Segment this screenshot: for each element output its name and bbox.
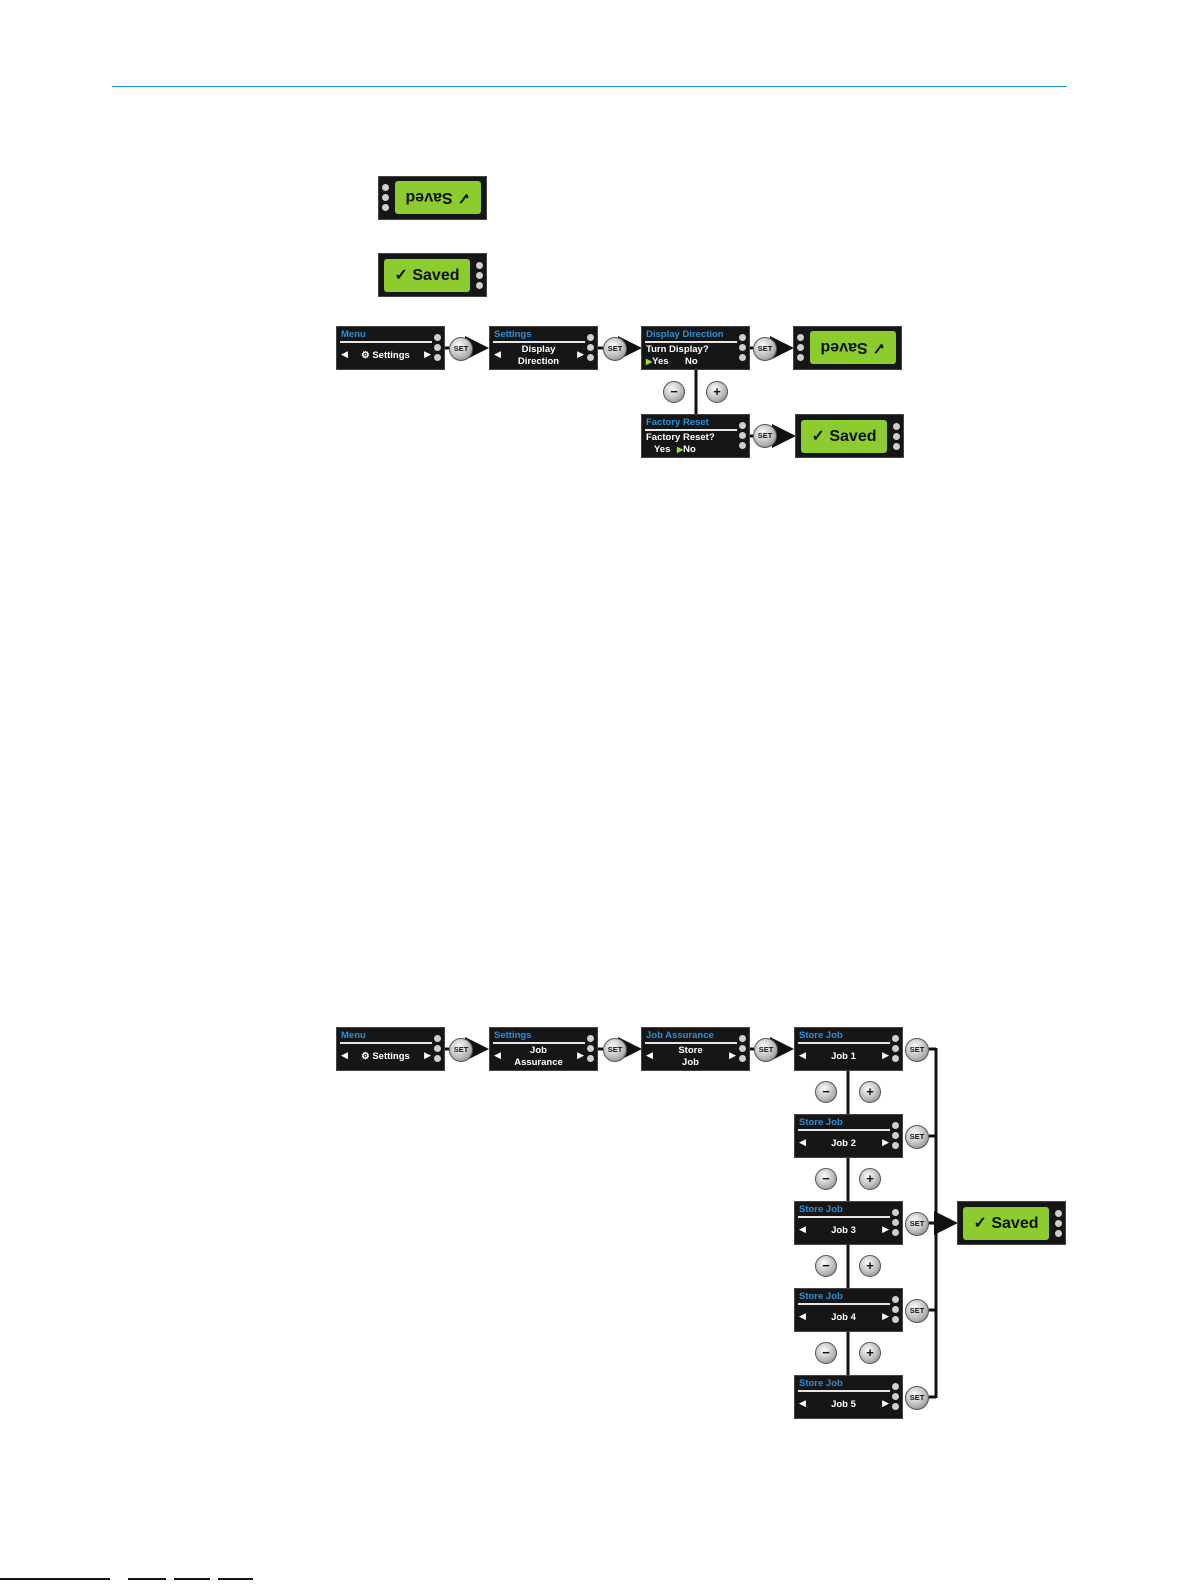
minus-button[interactable]: − (815, 1255, 837, 1277)
lcd-store-job-3: Store Job ◀ Job 3 ▶ (794, 1201, 903, 1245)
set-button[interactable]: SET (754, 1038, 778, 1062)
plus-button[interactable]: + (859, 1342, 881, 1364)
selector-icon: ▶ (677, 445, 684, 454)
arrow-right-icon: ▶ (577, 349, 584, 359)
page-edge-mark (128, 1578, 166, 1580)
arrow-left-icon: ◀ (494, 349, 501, 359)
status-led-icon (587, 1035, 594, 1065)
status-led-icon (739, 422, 746, 452)
arrow-right-icon: ▶ (424, 349, 431, 359)
status-led-icon (892, 1296, 899, 1326)
plus-button[interactable]: + (859, 1168, 881, 1190)
lcd-factory-reset: Factory Reset Factory Reset? Yes ▶No (641, 414, 750, 458)
saved-screen: ✓ Saved (957, 1201, 1066, 1245)
minus-button[interactable]: − (815, 1081, 837, 1103)
set-button[interactable]: SET (905, 1038, 929, 1062)
set-button[interactable]: SET (905, 1386, 929, 1410)
lcd-store-job-1: Store Job ◀ Job 1 ▶ (794, 1027, 903, 1071)
arrow-left-icon: ◀ (799, 1050, 806, 1060)
minus-button[interactable]: − (663, 381, 685, 403)
status-led-icon (892, 1035, 899, 1065)
saved-screen-inverted: ✓ Saved (793, 326, 902, 370)
lcd-store-job-4: Store Job ◀ Job 4 ▶ (794, 1288, 903, 1332)
arrow-left-icon: ◀ (341, 349, 348, 359)
arrow-left-icon: ◀ (646, 1050, 653, 1060)
status-led-icon (892, 1209, 899, 1239)
arrow-right-icon: ▶ (577, 1050, 584, 1060)
set-button[interactable]: SET (905, 1212, 929, 1236)
header-rule (112, 86, 1067, 87)
status-led-icon (434, 1035, 441, 1065)
arrow-right-icon: ▶ (882, 1398, 889, 1408)
check-icon: ✓ (457, 189, 471, 206)
check-icon: ✓ (394, 267, 408, 284)
set-button[interactable]: SET (753, 337, 777, 361)
arrow-left-icon: ◀ (799, 1398, 806, 1408)
saved-label: Saved (405, 189, 453, 206)
page-edge-mark (0, 1578, 110, 1580)
arrow-left-icon: ◀ (494, 1050, 501, 1060)
arrow-right-icon: ▶ (882, 1050, 889, 1060)
set-button[interactable]: SET (753, 424, 777, 448)
saved-screen: ✓ Saved (378, 253, 487, 297)
arrow-left-icon: ◀ (799, 1311, 806, 1321)
lcd-settings-display-direction: Settings ◀ Display Direction ▶ (489, 326, 598, 370)
page-edge-mark (174, 1578, 210, 1580)
set-button[interactable]: SET (603, 337, 627, 361)
status-led-icon (893, 423, 900, 453)
plus-button[interactable]: + (706, 381, 728, 403)
minus-button[interactable]: − (815, 1168, 837, 1190)
status-led-icon (797, 331, 804, 361)
lcd-job-assurance-store-job: Job Assurance ◀ Store Job ▶ (641, 1027, 750, 1071)
arrow-left-icon: ◀ (799, 1137, 806, 1147)
plus-button[interactable]: + (859, 1081, 881, 1103)
status-led-icon (434, 334, 441, 364)
lcd-settings-job-assurance: Settings ◀ Job Assurance ▶ (489, 1027, 598, 1071)
plus-button[interactable]: + (859, 1255, 881, 1277)
set-button[interactable]: SET (603, 1038, 627, 1062)
arrow-right-icon: ▶ (729, 1050, 736, 1060)
arrow-right-icon: ▶ (882, 1224, 889, 1234)
set-button[interactable]: SET (905, 1125, 929, 1149)
saved-label: Saved (412, 267, 460, 284)
saved-screen-inverted: ✓ Saved (378, 176, 487, 220)
check-icon: ✓ (872, 339, 886, 356)
arrow-left-icon: ◀ (799, 1224, 806, 1234)
status-led-icon (476, 262, 483, 292)
status-led-icon (892, 1122, 899, 1152)
arrow-right-icon: ▶ (424, 1050, 431, 1060)
lcd-display-direction: Display Direction Turn Display? ▶Yes No (641, 326, 750, 370)
status-led-icon (892, 1383, 899, 1413)
set-button[interactable]: SET (905, 1299, 929, 1323)
lcd-menu-settings: Menu ◀ ⚙ Settings ▶ (336, 1027, 445, 1071)
lcd-store-job-2: Store Job ◀ Job 2 ▶ (794, 1114, 903, 1158)
status-led-icon (739, 1035, 746, 1065)
check-icon: ✓ (811, 428, 825, 445)
arrow-left-icon: ◀ (341, 1050, 348, 1060)
status-led-icon (587, 334, 594, 364)
set-button[interactable]: SET (449, 337, 473, 361)
status-led-icon (1055, 1210, 1062, 1240)
arrow-right-icon: ▶ (882, 1137, 889, 1147)
lcd-menu-settings: Menu ◀ ⚙ Settings ▶ (336, 326, 445, 370)
set-button[interactable]: SET (449, 1038, 473, 1062)
status-led-icon (739, 334, 746, 364)
selector-icon: ▶ (646, 357, 653, 366)
saved-screen: ✓ Saved (795, 414, 904, 458)
minus-button[interactable]: − (815, 1342, 837, 1364)
status-led-icon (382, 181, 389, 211)
lcd-store-job-5: Store Job ◀ Job 5 ▶ (794, 1375, 903, 1419)
arrow-right-icon: ▶ (882, 1311, 889, 1321)
check-icon: ✓ (973, 1215, 987, 1232)
page-edge-mark (218, 1578, 253, 1580)
